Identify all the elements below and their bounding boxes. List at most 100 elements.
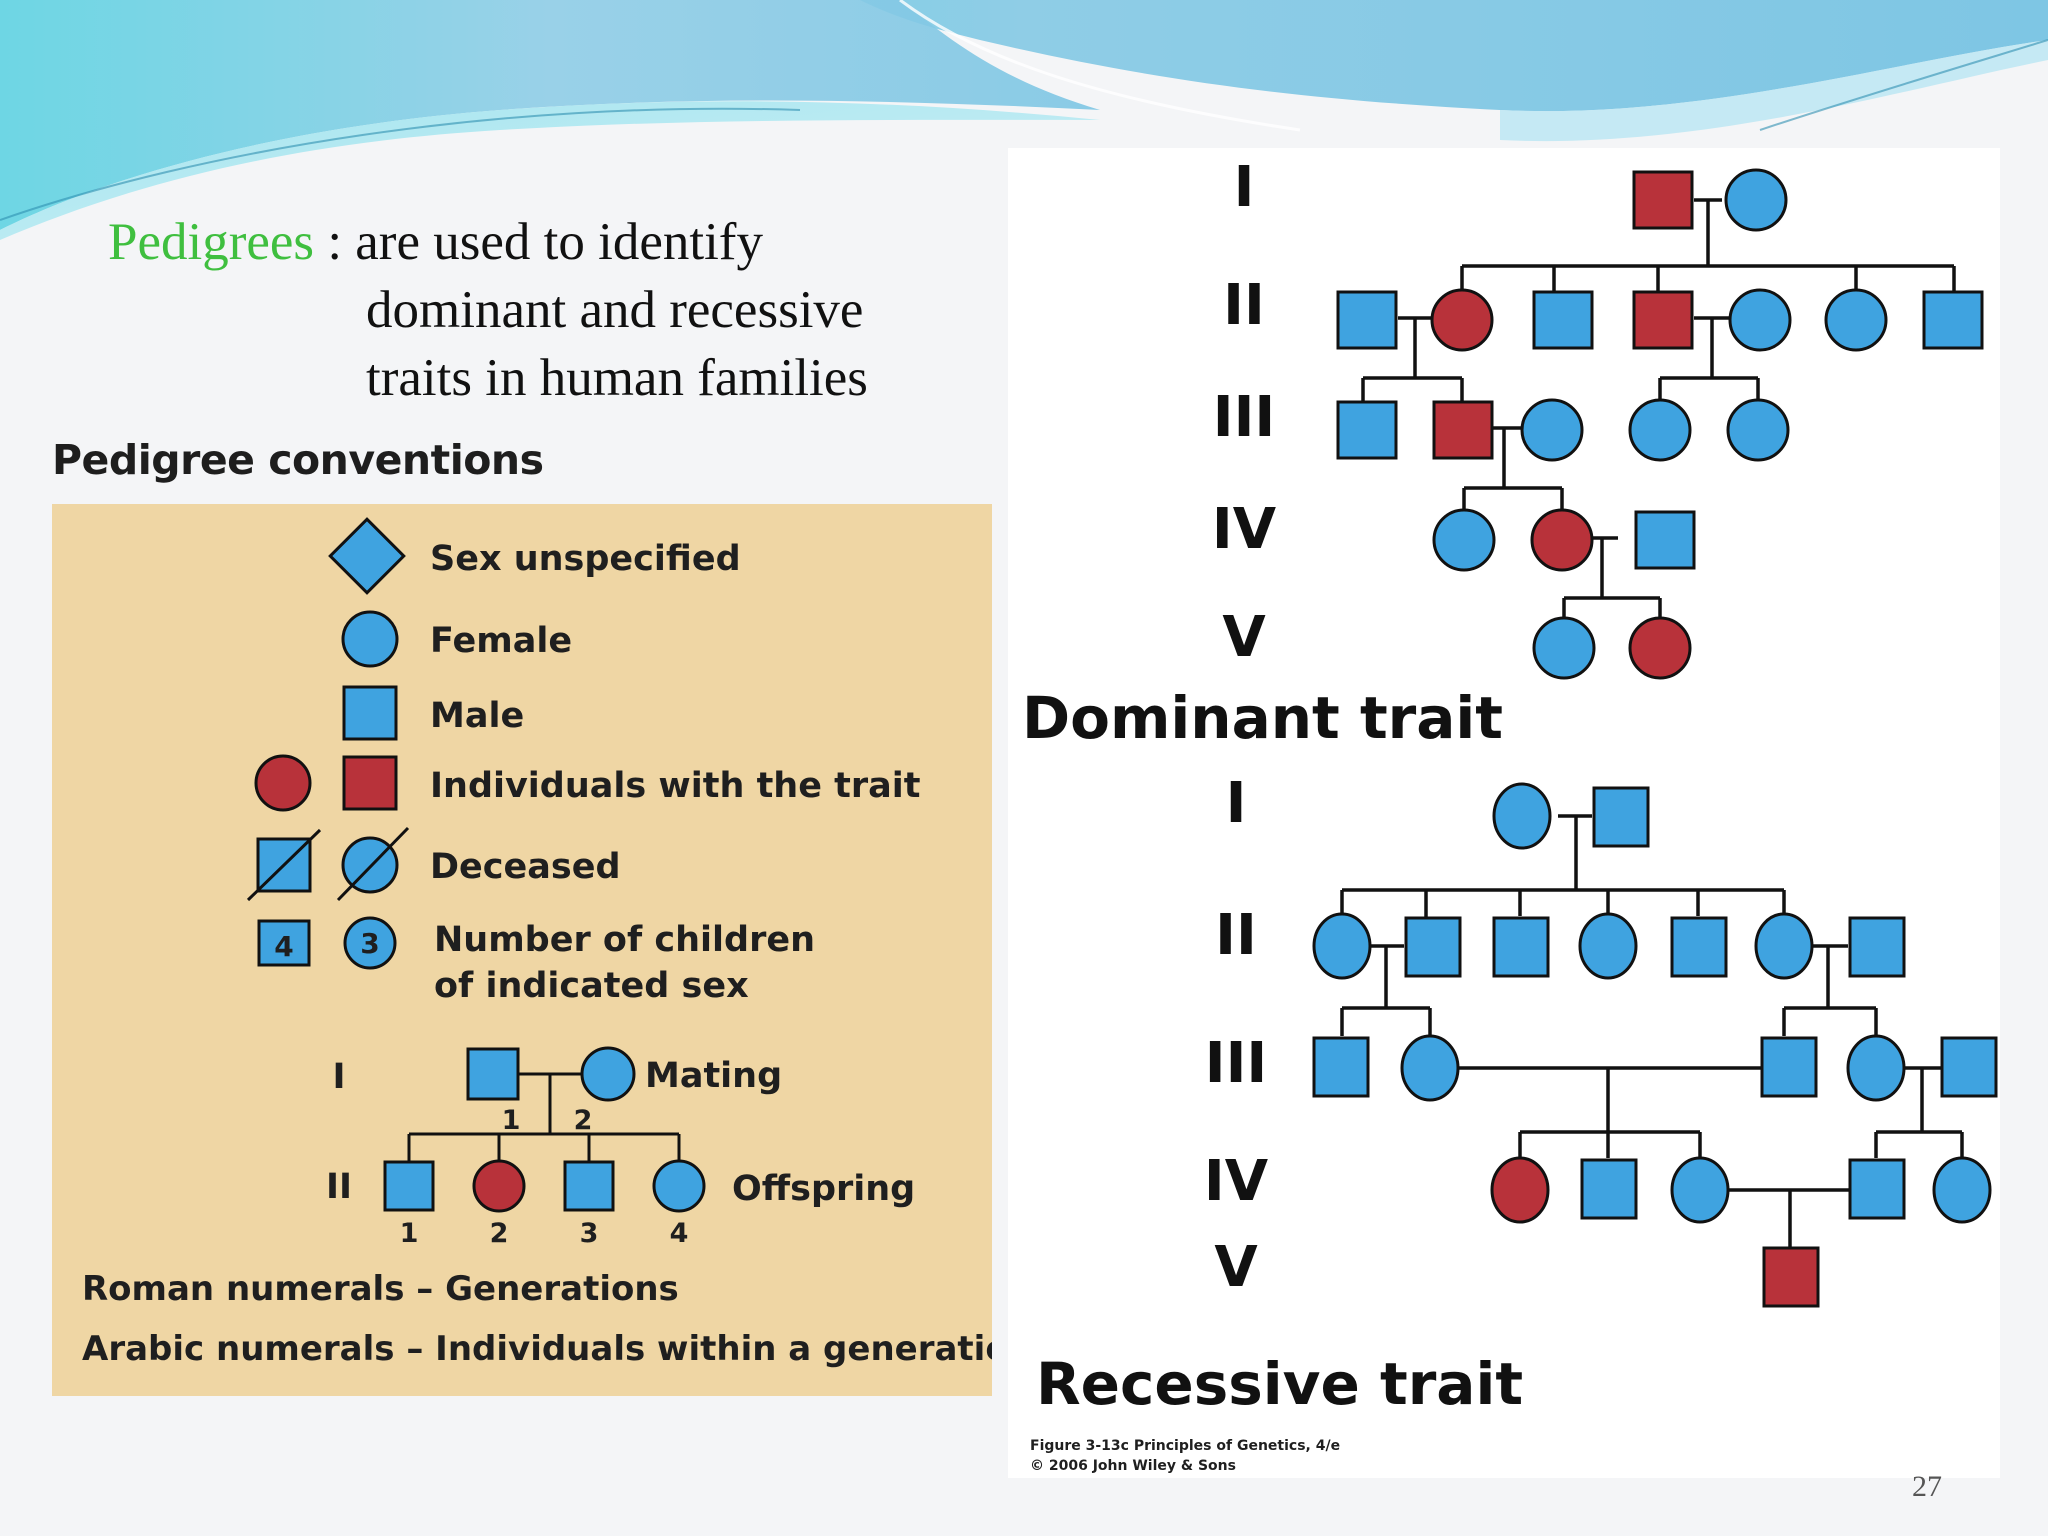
dominant-v-1-female [1532,616,1596,680]
recessive-ii-5-male [1670,916,1728,978]
number-male-text: 4 [274,930,293,963]
recessive-title: Recessive trait [1036,1350,1523,1418]
recessive-gen-iii: III [1205,1031,1268,1096]
figure-credit-line-1: Figure 3-13c Principles of Genetics, 4/e [1030,1438,1340,1454]
dominant-ii-4-male [1632,290,1694,350]
dominant-v-2-female [1628,616,1692,680]
recessive-gen-ii: II [1215,903,1257,968]
number-children-label-2: of indicated sex [434,966,749,1006]
female-symbol [341,610,399,668]
deceased-label: Deceased [430,847,621,887]
dominant-iii-2-male [1432,400,1494,460]
dominant-iv-3-male [1634,510,1696,570]
recessive-ii-7-male [1848,916,1906,978]
roman-numerals-note: Roman numerals – Generations [82,1269,679,1309]
dominant-gen-i: I [1234,155,1255,220]
number-female-symbol [343,916,397,970]
recessive-ii-1-female [1312,912,1372,980]
recessive-pedigree-individuals [1312,782,1998,1308]
offspring-num-2: 2 [490,1218,509,1249]
dominant-ii-3-male [1532,290,1594,350]
recessive-iv-1-female [1490,1156,1550,1224]
recessive-pedigree-lines [1340,814,1964,1248]
affected-male-symbol [342,755,398,811]
dominant-ii-5-female [1728,288,1792,352]
headline-line-2: dominant and recessive [366,281,864,339]
dominant-gen-ii: II [1223,273,1265,338]
example-mother-symbol [580,1046,636,1102]
example-gen-i: I [332,1057,345,1097]
sex-unspecified-label: Sex unspecified [430,539,741,579]
slide-headline: Pedigrees : are used to identify dominan… [108,208,868,412]
dominant-ii-6-female [1824,288,1888,352]
dominant-gen-iii: III [1213,385,1276,450]
dominant-iii-3-female [1520,398,1584,462]
dominant-iii-5-female [1726,398,1790,462]
offspring-label: Offspring [732,1169,915,1209]
pedigree-figures: I II III IV V Dominant trait [1008,148,2000,1478]
diamond-symbol [328,517,406,595]
recessive-iv-4-male [1848,1158,1906,1220]
dominant-i-1-male [1632,170,1694,230]
recessive-iv-5-female [1932,1156,1992,1224]
dominant-iii-1-male [1336,400,1398,460]
recessive-ii-4-female [1578,912,1638,980]
number-children-label-1: Number of children [434,920,815,960]
recessive-gen-iv: IV [1204,1149,1269,1214]
page-number: 27 [1912,1470,1942,1503]
arabic-numerals-note: Arabic numerals – Individuals within a g… [82,1329,992,1369]
headline-line-1: : are used to identify [327,213,763,271]
dominant-gen-v: V [1222,605,1266,670]
recessive-iii-2-female [1400,1034,1460,1102]
number-female-text: 3 [360,927,379,960]
mating-num-2: 2 [574,1105,593,1136]
number-male-symbol [257,919,311,967]
male-label: Male [430,696,524,736]
dominant-ii-2-female [1430,288,1494,352]
example-gen-ii: II [326,1167,352,1207]
dominant-iv-2-female [1530,508,1594,572]
conventions-heading: Pedigree conventions [52,436,544,484]
recessive-ii-3-male [1492,916,1550,978]
offspring-num-4: 4 [670,1218,689,1249]
dominant-iv-1-female [1432,508,1496,572]
with-trait-label: Individuals with the trait [430,766,920,806]
recessive-ii-2-male [1404,916,1462,978]
dominant-i-2-female [1724,168,1788,232]
figure-credit-line-2: © 2006 John Wiley & Sons [1030,1458,1236,1474]
header-wave-banner [0,0,2048,240]
example-father-symbol [466,1047,520,1101]
recessive-iii-1-male [1312,1036,1370,1098]
dominant-ii-1-male [1336,290,1398,350]
offspring-3-symbol [563,1160,615,1212]
recessive-v-1-male [1762,1246,1820,1308]
headline-keyword: Pedigrees [108,213,315,271]
offspring-num-1: 1 [400,1218,419,1249]
recessive-i-2-male [1592,786,1650,848]
dominant-iii-4-female [1628,398,1692,462]
recessive-iii-4-female [1846,1034,1906,1102]
mating-num-1: 1 [502,1105,521,1136]
recessive-i-1-female [1492,782,1552,850]
offspring-1-symbol [383,1160,435,1212]
recessive-iv-2-male [1580,1158,1638,1220]
offspring-2-symbol [472,1159,526,1213]
recessive-gen-v: V [1214,1235,1258,1300]
male-symbol [342,685,398,741]
recessive-gen-i: I [1226,771,1247,836]
dominant-pedigree-lines [1361,198,1956,624]
recessive-iii-3-male [1760,1036,1818,1098]
dominant-gen-iv: IV [1212,497,1277,562]
offspring-num-3: 3 [580,1218,599,1249]
affected-female-symbol [254,754,312,812]
offspring-4-symbol [652,1159,706,1213]
mating-label: Mating [645,1056,782,1096]
dominant-pedigree-individuals [1336,168,1984,680]
recessive-iv-3-female [1670,1156,1730,1224]
recessive-ii-6-female [1754,912,1814,980]
dominant-ii-7-male [1922,290,1984,350]
female-label: Female [430,621,572,661]
recessive-iii-5-male [1940,1036,1998,1098]
headline-line-3: traits in human families [366,349,868,407]
conventions-panel: Sex unspecified Female Male Individuals … [52,504,992,1396]
